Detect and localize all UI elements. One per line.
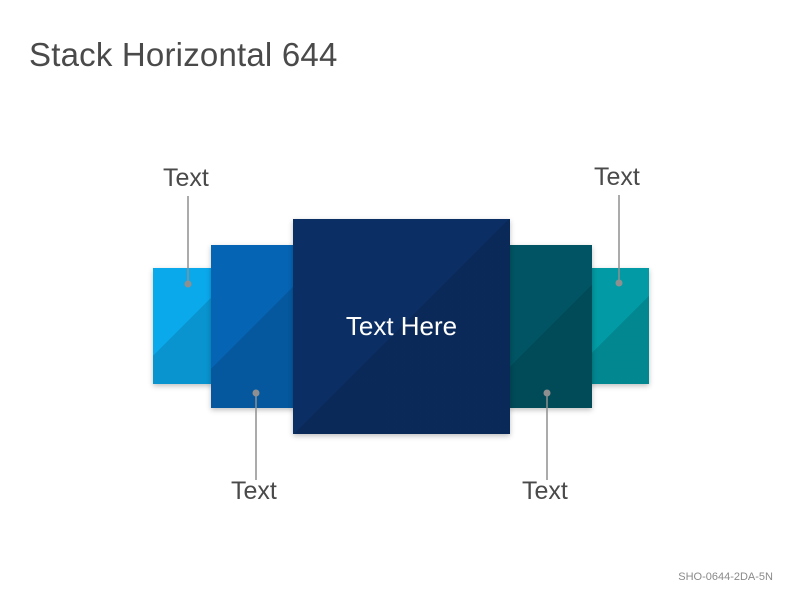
slide-code: SHO-0644-2DA-5N — [678, 571, 773, 583]
center-label: Text Here — [345, 311, 458, 341]
card-right — [508, 245, 592, 408]
page-title: Stack Horizontal 644 — [29, 36, 338, 73]
callout-bottom-right: Text — [522, 477, 568, 505]
callout-top-right: Text — [594, 163, 640, 191]
callout-top-left: Text — [163, 164, 209, 192]
card-left — [211, 245, 295, 408]
card-far-left — [153, 268, 213, 384]
card-center: Text Here — [293, 219, 510, 434]
card-far-right — [589, 268, 649, 384]
callout-bottom-left: Text — [231, 477, 277, 505]
